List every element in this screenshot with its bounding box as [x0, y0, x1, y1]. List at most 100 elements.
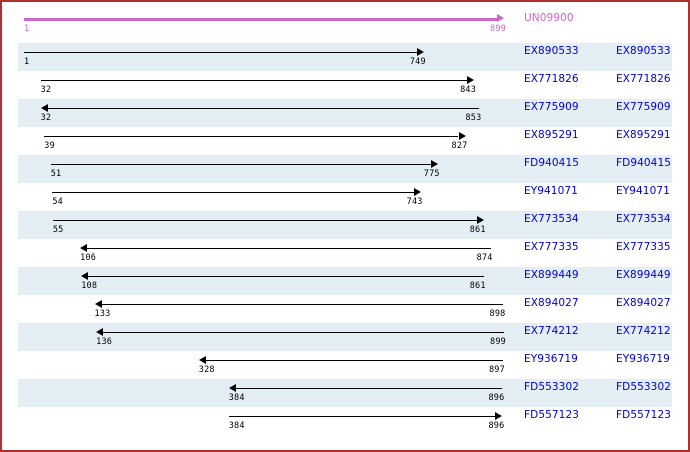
track-row[interactable]: 39 827 EX895291 EX895291	[2, 127, 688, 155]
query-end-coord: 899	[490, 24, 506, 34]
track-start-coord: 39	[44, 141, 55, 151]
track-name-label[interactable]: EX777335	[524, 241, 579, 253]
track-name-label[interactable]: FD940415	[524, 157, 580, 169]
track-accession-label[interactable]: FD553302	[616, 381, 672, 393]
row-stripe	[18, 211, 672, 239]
arrow-head-left-icon	[228, 383, 236, 392]
track-accession-label[interactable]: EX773534	[616, 213, 671, 225]
query-arrow-line	[24, 18, 497, 21]
track-end-coord: 861	[469, 225, 486, 235]
track-accession-label[interactable]: EY936719	[616, 353, 670, 365]
arrow-head-left-icon	[94, 299, 102, 308]
track-start-coord: 106	[80, 253, 97, 263]
track-end-coord: 843	[460, 85, 477, 95]
track-row[interactable]: 32 853 EX775909 EX775909	[2, 99, 688, 127]
arrow-head-right-icon	[430, 159, 438, 168]
track-name-label[interactable]: EX894027	[524, 297, 579, 309]
track-accession-label[interactable]: EX775909	[616, 101, 671, 113]
track-arrow-line	[50, 164, 431, 165]
arrow-head-left-icon	[81, 271, 89, 280]
track-end-coord: 827	[451, 141, 468, 151]
track-name-label[interactable]: EX895291	[524, 129, 579, 141]
track-row[interactable]: 384 896 FD557123 FD557123	[2, 407, 688, 435]
track-end-coord: 896	[488, 393, 505, 403]
track-start-coord: 54	[52, 197, 63, 207]
arrow-head-right-icon	[495, 411, 503, 420]
track-arrow-line	[87, 248, 491, 249]
track-arrow-line	[52, 220, 477, 221]
track-name-label[interactable]: FD557123	[524, 409, 580, 421]
track-accession-label[interactable]: EX895291	[616, 129, 671, 141]
arrow-head-left-icon	[96, 327, 104, 336]
track-name-label[interactable]: EX890533	[524, 45, 579, 57]
track-accession-label[interactable]: EX894027	[616, 297, 671, 309]
track-end-coord: 874	[476, 253, 493, 263]
row-stripe	[18, 323, 672, 351]
track-row[interactable]: 136 899 EX774212 EX774212	[2, 323, 688, 351]
track-arrow-line	[24, 52, 417, 53]
track-start-coord: 384	[228, 393, 245, 403]
track-name-label[interactable]: EX775909	[524, 101, 579, 113]
track-arrow-line	[101, 304, 504, 305]
track-name-label[interactable]: EX774212	[524, 325, 579, 337]
track-arrow-line	[88, 276, 484, 277]
arrow-head-right-icon	[458, 131, 466, 140]
track-name-label[interactable]: EY941071	[524, 185, 578, 197]
track-name-label[interactable]: FD553302	[524, 381, 580, 393]
track-accession-label[interactable]: EX899449	[616, 269, 671, 281]
track-row[interactable]: 51 775 FD940415 FD940415	[2, 155, 688, 183]
track-name-label[interactable]: EX771826	[524, 73, 579, 85]
track-start-coord: 328	[198, 365, 215, 375]
track-start-coord: 51	[50, 169, 62, 179]
track-accession-label[interactable]: EX890533	[616, 45, 671, 57]
track-row[interactable]: 32 843 EX771826 EX771826	[2, 71, 688, 99]
track-name-label[interactable]: EX899449	[524, 269, 579, 281]
track-name-label[interactable]: EY936719	[524, 353, 578, 365]
track-arrow-line	[44, 136, 459, 137]
track-end-coord: 749	[409, 57, 426, 67]
track-end-coord: 861	[469, 281, 486, 291]
track-start-coord: 32	[40, 85, 52, 95]
track-arrow-line	[40, 80, 468, 81]
track-accession-label[interactable]: FD557123	[616, 409, 672, 421]
track-start-coord: 108	[81, 281, 98, 291]
track-start-coord: 136	[96, 337, 113, 347]
track-start-coord: 133	[94, 309, 111, 319]
track-start-coord: 32	[40, 113, 52, 123]
track-end-coord: 775	[423, 169, 440, 179]
track-arrow-line	[228, 416, 496, 417]
row-stripe	[18, 379, 672, 407]
track-accession-label[interactable]: EX774212	[616, 325, 671, 337]
arrow-head-right-icon	[476, 215, 484, 224]
track-row[interactable]: 384 896 FD553302 FD553302	[2, 379, 688, 407]
arrow-head-right-icon	[497, 14, 504, 22]
arrow-head-right-icon	[416, 47, 424, 56]
track-accession-label[interactable]: EX771826	[616, 73, 671, 85]
track-accession-label[interactable]: FD940415	[616, 157, 672, 169]
track-arrow-line	[52, 192, 414, 193]
arrow-head-left-icon	[40, 103, 48, 112]
track-end-coord: 899	[490, 337, 506, 347]
row-stripe	[18, 43, 672, 71]
query-name-label: UN09900	[524, 12, 574, 24]
track-end-coord: 896	[488, 421, 505, 431]
track-accession-label[interactable]: EX777335	[616, 241, 671, 253]
track-name-label[interactable]: EX773534	[524, 213, 579, 225]
track-row[interactable]: 106 874 EX777335 EX777335	[2, 239, 688, 267]
track-accession-label[interactable]: EY941071	[616, 185, 670, 197]
track-arrow-line	[103, 332, 504, 333]
track-end-coord: 853	[465, 113, 482, 123]
arrow-head-left-icon	[198, 355, 206, 364]
track-start-coord: 384	[228, 421, 245, 431]
track-arrow-line	[47, 108, 480, 109]
track-row[interactable]: 108 861 EX899449 EX899449	[2, 267, 688, 295]
row-stripe	[18, 155, 672, 183]
arrow-head-left-icon	[80, 243, 88, 252]
